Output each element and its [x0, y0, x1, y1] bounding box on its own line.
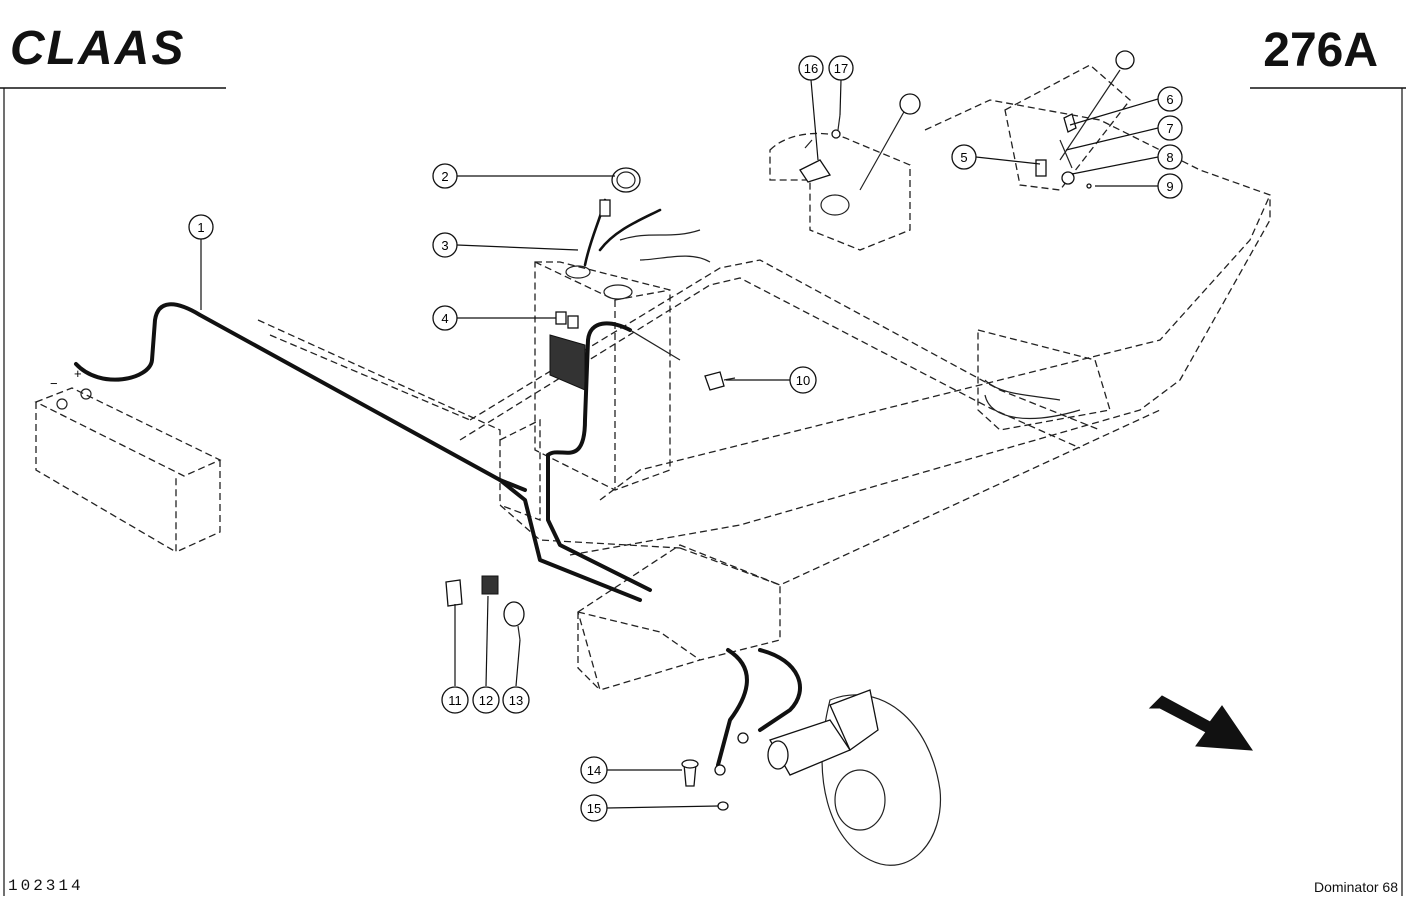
lever-assembly-right — [1004, 50, 1135, 191]
callout-4: 4 — [432, 305, 458, 331]
callout-12: 12 — [472, 686, 500, 714]
control-box — [534, 261, 671, 491]
battery-plus-label: + — [74, 366, 82, 381]
callout-13: 13 — [502, 686, 530, 714]
svg-text:7: 7 — [1166, 121, 1173, 136]
machine-frame — [257, 99, 1271, 691]
brand-logo: CLAAS — [0, 22, 226, 89]
callout-10: 10 — [789, 366, 817, 394]
callout-16: 16 — [798, 55, 824, 81]
callout-6: 6 — [1157, 86, 1183, 112]
svg-text:14: 14 — [587, 763, 601, 778]
svg-text:1: 1 — [197, 220, 204, 235]
callout-2: 2 — [432, 163, 458, 189]
model-name: Dominator 68 — [1314, 879, 1398, 895]
callout-11: 11 — [441, 686, 469, 714]
svg-text:3: 3 — [441, 238, 448, 253]
page-number: 276A — [1263, 24, 1378, 77]
svg-text:9: 9 — [1166, 179, 1173, 194]
svg-text:12: 12 — [479, 693, 493, 708]
callout-7: 7 — [1157, 115, 1183, 141]
callout-5: 5 — [951, 144, 977, 170]
battery: − + — [34, 366, 222, 554]
starter-motor — [767, 689, 942, 866]
lever-assembly-upper — [769, 93, 921, 251]
callout-15: 15 — [580, 794, 608, 822]
sensor — [704, 371, 736, 391]
page-number-block: 276A — [1250, 24, 1406, 89]
svg-text:11: 11 — [448, 693, 462, 708]
svg-text:5: 5 — [960, 150, 967, 165]
drawing-number: 102314 — [8, 877, 84, 895]
svg-text:15: 15 — [587, 801, 601, 816]
svg-text:10: 10 — [796, 373, 810, 388]
svg-text:6: 6 — [1166, 92, 1173, 107]
callout-14: 14 — [580, 756, 608, 784]
callout-8: 8 — [1157, 144, 1183, 170]
leader-lines — [200, 79, 1159, 809]
callout-3: 3 — [432, 232, 458, 258]
callout-17: 17 — [828, 55, 854, 81]
svg-text:8: 8 — [1166, 150, 1173, 165]
small-parts — [445, 114, 1092, 811]
svg-text:17: 17 — [834, 61, 848, 76]
callout-1: 1 — [188, 214, 214, 240]
svg-text:16: 16 — [804, 61, 818, 76]
gauge — [599, 167, 641, 217]
brand-logo-text: CLAAS — [10, 22, 185, 75]
svg-text:2: 2 — [441, 169, 448, 184]
battery-minus-label: − — [50, 376, 58, 391]
svg-text:13: 13 — [509, 693, 523, 708]
cables — [74, 198, 1081, 767]
callout-9: 9 — [1157, 173, 1183, 199]
direction-arrow-icon — [1148, 695, 1253, 751]
svg-text:4: 4 — [441, 311, 448, 326]
